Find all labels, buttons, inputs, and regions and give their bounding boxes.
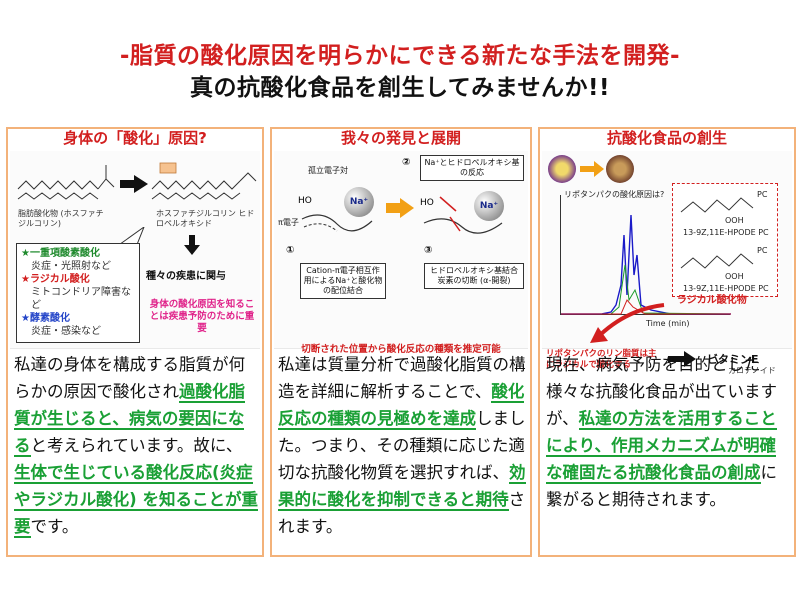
list-item-sub: 炎症・感染など: [31, 326, 101, 337]
reaction-arrow-icon: [134, 175, 148, 193]
text-segment: 私達は質量分析で過酸化脂質の構造を詳細に解析することで、: [278, 355, 526, 401]
reaction-arrow-shaft: [120, 180, 134, 188]
phospholipid-structure-right: [151, 162, 257, 200]
panel-body-text: 現在、病気予防を目的とした様々な抗酸化食品が出ていますが、私達の方法を活用するこ…: [546, 351, 790, 513]
pi-electron-label: π電子: [278, 218, 299, 227]
step-2-number: ②: [402, 157, 411, 168]
step-3-box: ヒドロペルオキシ基結合炭素の切断 (α-開裂): [424, 263, 524, 289]
structure-1: [680, 197, 754, 269]
phospholipid-structure-left: [17, 165, 115, 200]
process-arrow-shaft: [386, 203, 400, 213]
ooh-label-2: OOH: [725, 272, 744, 281]
lipoprotein-icon: [548, 155, 576, 183]
plot-title: リポタンパクの酸化原因は?: [564, 190, 665, 199]
sodium-ion-left: Na⁺: [344, 187, 374, 217]
oxidized-lipoprotein-icon: [606, 155, 634, 183]
time-axis-label: Time (min): [646, 319, 690, 328]
step-3-number: ③: [424, 245, 433, 256]
lipoprotein-note: リポタンパクのリン脂質は主にラジカルで酸化する: [546, 349, 657, 370]
structure-inset: PC OOH 13-9Z,11E-HPODE PC PC OOH 13-9Z,1…: [672, 183, 778, 297]
right-structure-label: ホスファチジルコリン ヒドロペルオキシド: [156, 209, 255, 228]
panel-title: 身体の「酸化」原因?: [63, 129, 207, 147]
panel-oxidation-cause: 身体の「酸化」原因? 脂肪酸化物 (ホスファチジルコリン) ホスファチジルコリン…: [6, 127, 264, 557]
oxidation-type-list: ★一重項酸素酸化 炎症・光照射など ★ラジカル酸化 ミトコンドリア障害など ★酵…: [16, 243, 140, 343]
headline-line1: -脂質の酸化原因を明らかにできる新たな手法を開発-: [119, 43, 681, 69]
text-segment: しました。つまり、その種類に応じた適切な抗酸化物質を選択すれば、: [278, 409, 526, 482]
text-highlight: 効果的に酸化を抑制できると期待: [278, 463, 526, 511]
radical-label: ラジカル酸化物: [677, 295, 747, 306]
molecule-left: HO: [298, 196, 373, 232]
list-item-sub: ミトコンドリア障害など: [31, 287, 131, 311]
panel-body-text: 私達は質量分析で過酸化脂質の構造を詳細に解析することで、酸化反応の種類の見極めを…: [278, 351, 526, 540]
text-segment: 私達の身体を構成する脂質が何らかの原因で酸化され: [14, 355, 245, 401]
molecule-right: HO: [420, 196, 503, 234]
structure-1-label: 13-9Z,11E-HPODE PC: [683, 228, 769, 237]
text-segment: と考えられています。故に、: [30, 436, 243, 455]
pc-label-1: PC: [757, 190, 768, 199]
callout-pointer: [116, 227, 145, 247]
panel-title: 抗酸化食品の創生: [606, 129, 727, 147]
carotenoid-label: カロテノイド: [728, 366, 776, 375]
step-1-box: Cation-π電子相互作用によるNa⁺と酸化物の配位結合: [300, 263, 386, 299]
text-highlight: 過酸化脂質が生じると、病気の要因になる: [14, 382, 245, 457]
svg-text:HO: HO: [420, 198, 434, 208]
text-segment: に繋がると期待されます。: [546, 463, 777, 509]
process-arrow-icon: [400, 198, 414, 218]
text-highlight: 酸化反応の種類の見極めを達成: [278, 382, 525, 430]
sodium-ion-right: Na⁺: [474, 191, 504, 221]
headline-line2: 真の抗酸化食品を創生してみませんか!!: [189, 75, 611, 101]
panel-discovery: 我々の発見と展開 孤立電子対 π電子 HO Na⁺ ① Cation-π電子相互…: [270, 127, 532, 557]
panel-title: 我々の発見と展開: [340, 129, 461, 147]
orange-arrow-icon: [580, 161, 604, 177]
black-arrow-icon: [668, 351, 696, 367]
list-item-sub: 炎症・光照射など: [31, 261, 111, 272]
curved-red-arrow-icon: [590, 303, 665, 343]
figure-chromatogram: リポタンパクの酸化原因は? PC OOH 13-9Z,11E-HPODE PC …: [542, 151, 792, 375]
step-1-number: ①: [286, 245, 295, 256]
headline: -脂質の酸化原因を明らかにできる新たな手法を開発- 真の抗酸化食品を創生してみま…: [0, 40, 800, 104]
figure-lipid-oxidation: 脂肪酸化物 (ホスファチジルコリン) ホスファチジルコリン ヒドロペルオキシド …: [10, 151, 260, 349]
mechanism-note: 切断された位置から酸化反応の種類を推定可能: [301, 344, 501, 355]
left-structure-label: 脂肪酸化物 (ホスファチジルコリン): [18, 209, 104, 228]
list-item: ★一重項酸素酸化: [21, 248, 100, 259]
panel-food-creation: 抗酸化食品の創生 リポタンパクの酸化原因は? PC OOH 13-9Z,11E-…: [538, 127, 796, 557]
text-segment: です。: [30, 517, 79, 536]
vitamin-e-label: ビタミンE: [707, 353, 759, 366]
figure-mechanism: 孤立電子対 π電子 HO Na⁺ ① Cation-π電子相互作用によるNa⁺と…: [274, 151, 528, 355]
pc-label-2: PC: [757, 246, 768, 255]
text-highlight: 私達の方法を活用することにより、作用メカニズムが明確な確固たる抗酸化食品の創成: [546, 409, 777, 484]
disease-label: 種々の疾患に関与: [146, 271, 226, 282]
text-highlight: 生体で生じている酸化反応(炎症やラジカル酸化) を知ることが重要: [14, 463, 258, 538]
down-arrow-icon: [184, 235, 200, 255]
list-item: ★ラジカル酸化: [21, 274, 90, 285]
list-item: ★酵素酸化: [21, 313, 70, 324]
step-2-box: Na⁺とヒドロペルオキシ基の反応: [420, 155, 524, 181]
lone-pair-label: 孤立電子対: [308, 166, 348, 175]
pink-note: 身体の酸化原因を知ることは疾患予防のために重要: [149, 299, 255, 334]
ooh-label-1: OOH: [725, 216, 744, 225]
panel-body-text: 私達の身体を構成する脂質が何らかの原因で酸化され過酸化脂質が生じると、病気の要因…: [14, 351, 258, 540]
text-segment: されます。: [278, 490, 526, 536]
structure-2-label: 13-9Z,11E-HPODE PC: [683, 284, 769, 293]
text-segment: 現在、病気予防を目的とした様々な抗酸化食品が出ていますが、: [546, 355, 777, 428]
svg-text:HO: HO: [298, 196, 312, 206]
